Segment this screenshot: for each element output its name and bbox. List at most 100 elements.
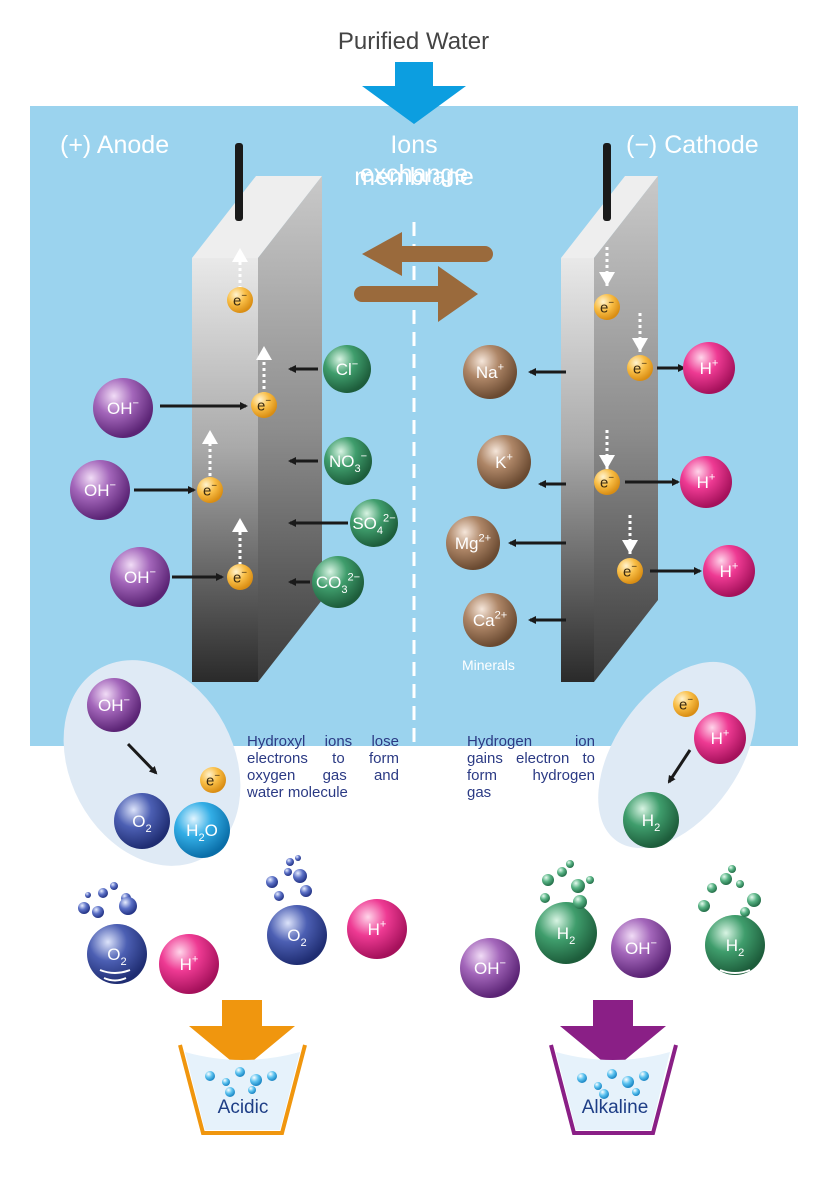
hydrogen-ion: H+ <box>347 899 407 959</box>
anode-wire <box>235 143 243 221</box>
gas-bubble-icon <box>98 888 108 898</box>
hydrogen-ion-sphere <box>347 899 407 959</box>
gas-bubble-icon <box>542 874 554 886</box>
hydrogen-molecule-sphere <box>623 792 679 848</box>
electron-label: e− <box>257 396 271 415</box>
water-bubble-icon <box>632 1088 640 1096</box>
oxygen-molecule-label: O2 <box>132 812 151 835</box>
electron-sphere <box>251 392 277 418</box>
anode-desc-line4: water molecule <box>247 784 348 801</box>
gas-bubble-icon <box>740 907 750 917</box>
arrow-up-icon <box>256 346 272 360</box>
oxygen-molecule-sphere <box>114 793 170 849</box>
gas-bubble-icon <box>707 883 717 893</box>
sodium-ion-label: Na+ <box>476 361 504 382</box>
calcium-ion-sphere <box>463 593 517 647</box>
oxygen-molecule-sphere <box>267 905 327 965</box>
arrow-up-icon <box>202 430 218 444</box>
arrow-up-icon <box>232 518 248 532</box>
hydroxide-ion-label: OH− <box>124 566 156 587</box>
calcium-ion: Ca2+ <box>463 593 517 647</box>
gas-bubble-icon <box>571 879 585 893</box>
hydrogen-ion: H+ <box>683 342 735 394</box>
alkaline-outlet-arrow-icon <box>560 1000 666 1070</box>
sulfate-ion: SO42− <box>350 499 398 547</box>
cathode-label: (−) Cathode <box>626 131 759 159</box>
electron-sphere <box>627 355 653 381</box>
hydrogen-ion: H+ <box>703 545 755 597</box>
nitrate-ion-sphere <box>324 437 372 485</box>
arrow-up-icon <box>232 248 248 262</box>
membrane-arrow-left-icon <box>362 232 493 276</box>
arrow-down-icon <box>632 338 648 352</box>
hydrogen-molecule-sphere <box>705 915 765 975</box>
water-bubble-icon <box>267 1071 277 1081</box>
hydrogen-ion-label: H+ <box>720 560 739 581</box>
gas-bubble-icon <box>78 902 90 914</box>
arrow-down-icon <box>599 272 615 286</box>
h-to-h2-arrow <box>667 749 692 784</box>
membrane-label-line1: Ions exchange <box>359 131 469 188</box>
oxygen-molecule: O2 <box>267 905 327 965</box>
hydroxide-ion-sphere <box>110 547 170 607</box>
gas-bubble-icon <box>720 873 732 885</box>
gas-bubble-icon <box>295 855 301 861</box>
hydrogen-ion-label: H+ <box>368 918 387 939</box>
hydroxide-ion-label: OH− <box>625 937 657 958</box>
gas-bubble-icon <box>85 892 91 898</box>
water-bubble-icon <box>205 1071 215 1081</box>
ion-movement-arrows <box>134 364 702 624</box>
magnesium-ion-label: Mg2+ <box>455 532 491 553</box>
electron-icon: e− <box>251 392 277 418</box>
hydroxide-ion-sphere <box>460 938 520 998</box>
hydroxide-ion-sphere <box>87 678 141 732</box>
water-bubble-icon <box>235 1067 245 1077</box>
electron-label: e− <box>679 695 693 714</box>
gas-wave-marks <box>99 965 751 989</box>
beaker-bubbles <box>205 1067 649 1099</box>
cathode-desc-line4: gas <box>467 784 492 801</box>
hydrogen-molecule: H2 <box>623 792 679 848</box>
alkaline-beaker <box>549 1044 678 1135</box>
nitrate-ion-label: NO3− <box>329 450 367 475</box>
membrane-arrow-right-icon <box>354 266 478 322</box>
gas-bubble-icon <box>293 869 307 883</box>
acidic-outlet-arrow-icon <box>189 1000 295 1070</box>
gas-bubble-icon <box>747 893 761 907</box>
carbonate-ion-sphere <box>312 556 364 608</box>
hydrogen-molecule-sphere <box>535 902 597 964</box>
gas-bubble-icon <box>540 893 550 903</box>
electron-sphere <box>227 287 253 313</box>
hydroxide-ion: OH− <box>110 547 170 607</box>
gas-bubble-icon <box>286 858 294 866</box>
sulfate-ion-label: SO42− <box>352 512 395 537</box>
hydrogen-ion-label: H+ <box>711 727 730 748</box>
water-bubble-icon <box>622 1076 634 1088</box>
acidic-label: Acidic <box>217 1097 269 1118</box>
water-bubble-icon <box>225 1087 235 1097</box>
electron-icon: e− <box>673 691 699 717</box>
electron-icon: e− <box>594 469 620 495</box>
chloride-ion-label: Cl− <box>336 358 359 379</box>
gas-bubble-icon <box>284 868 292 876</box>
electron-label: e− <box>600 473 614 492</box>
water-bubble-icon <box>639 1071 649 1081</box>
potassium-ion: K+ <box>477 435 531 489</box>
minerals-label: Minerals <box>462 657 515 673</box>
gas-bubble-icon <box>557 867 567 877</box>
hydroxide-ion: OH− <box>93 378 153 438</box>
arrow-down-icon <box>599 455 615 469</box>
membrane-label-line2: membrane <box>354 163 474 191</box>
gas-bubble-icon <box>573 895 587 909</box>
chloride-ion-sphere <box>323 345 371 393</box>
hydroxide-ion-label: OH− <box>84 479 116 500</box>
gas-bubble-icon <box>266 876 278 888</box>
anode-label: (+) Anode <box>60 131 170 159</box>
electron-label: e− <box>203 481 217 500</box>
carbonate-ion: CO32− <box>312 556 364 608</box>
hydroxide-ion-sphere <box>611 918 671 978</box>
hydrogen-ion: H+ <box>159 934 219 994</box>
electron-sphere <box>673 691 699 717</box>
gas-bubble-icon <box>274 891 284 901</box>
